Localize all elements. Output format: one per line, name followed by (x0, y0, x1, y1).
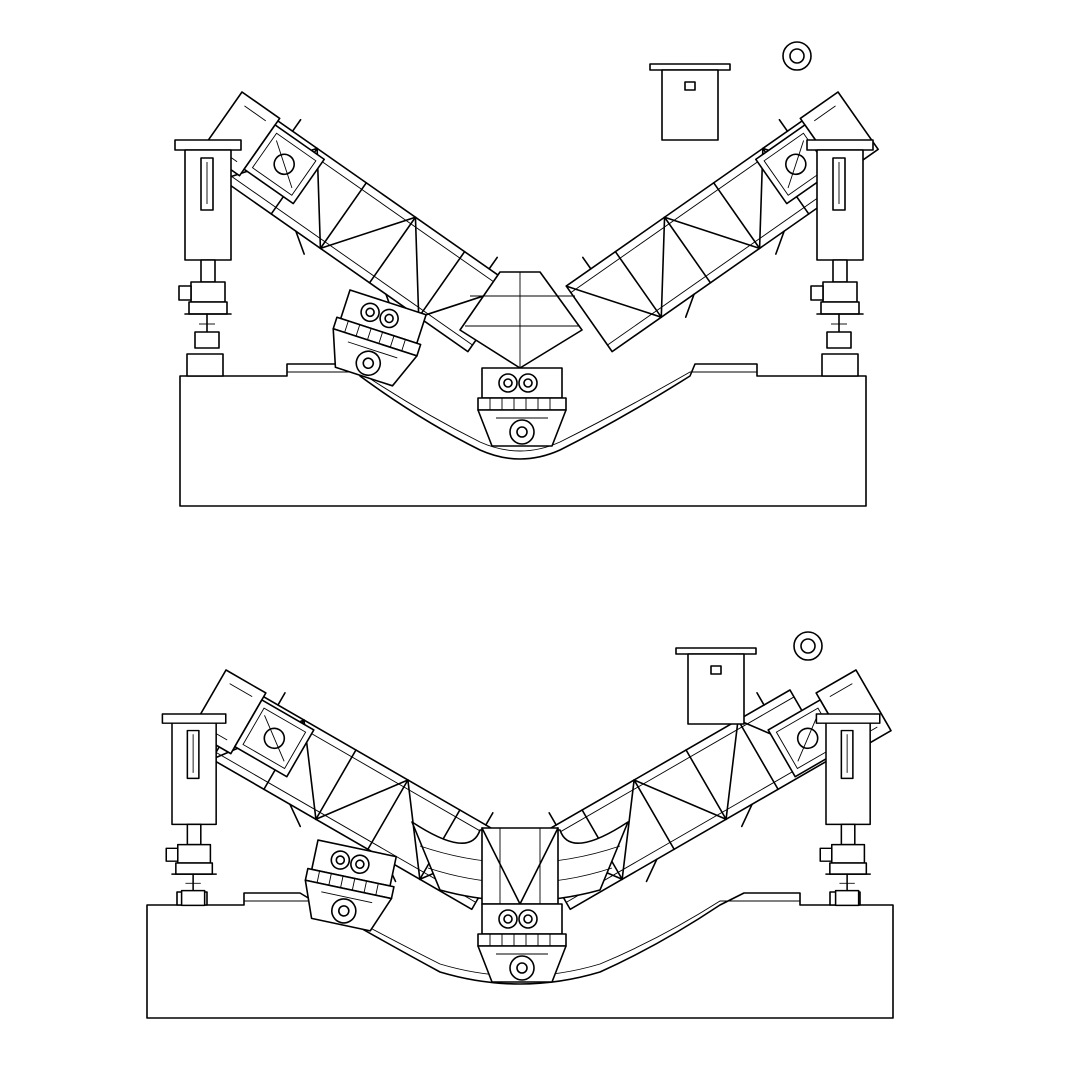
center-frame-top (459, 271, 583, 369)
motor-housing-right-bottom (793, 631, 823, 661)
top-cap (649, 63, 731, 141)
post-right-bottom (815, 713, 881, 907)
view-top (174, 41, 879, 507)
post-left (174, 139, 242, 349)
anchor-pad-right (821, 353, 859, 377)
anchor-pad-left (186, 353, 224, 377)
post-left-bottom (161, 713, 227, 907)
view-bottom (146, 631, 894, 1019)
drive-unit-center (477, 367, 567, 447)
center-frame-bottom (411, 821, 629, 905)
top-cap-bottom (675, 647, 757, 725)
post-right (806, 139, 874, 349)
motor-housing-right (782, 41, 812, 71)
foundation-block-top (179, 363, 867, 507)
drive-unit-center-bottom (477, 903, 567, 983)
